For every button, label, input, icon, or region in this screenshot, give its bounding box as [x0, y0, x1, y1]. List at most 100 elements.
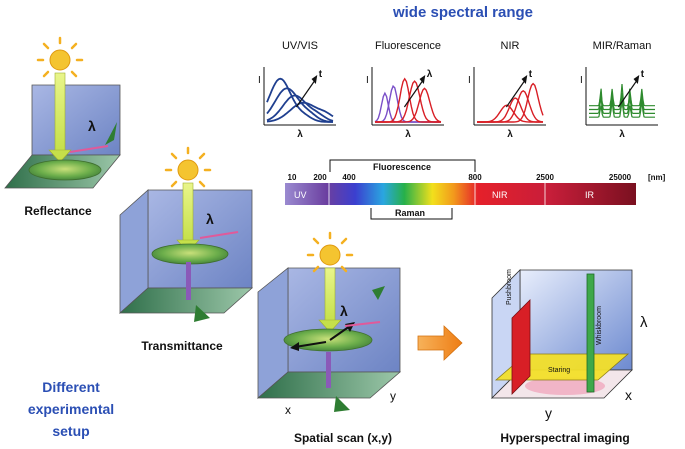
sun-icon: [164, 146, 212, 188]
detector-icon: [105, 122, 117, 145]
setup-heading-line1: Different: [42, 379, 100, 395]
hyperspectral-label: Hyperspectral imaging: [500, 431, 629, 445]
detector-icon: [372, 286, 385, 300]
raman-bracket: [370, 208, 453, 220]
beam-arrowhead: [318, 319, 342, 333]
plot-title: MIR/Raman: [593, 40, 652, 52]
diagram-title: wide spectral range: [392, 4, 533, 21]
light-beam: [182, 182, 194, 242]
pushbroom-slab: [511, 299, 531, 395]
lambda-label: λ: [340, 303, 348, 319]
region-label-nir: NIR: [492, 190, 508, 200]
axis-x-label: x: [285, 403, 291, 417]
reflected-beam: [69, 145, 109, 153]
raman-range-label: Raman: [395, 208, 425, 218]
plot-xlabel: λ: [405, 129, 411, 140]
trend-arrow: [505, 78, 527, 108]
setup-heading-line2: experimental: [28, 401, 114, 417]
transmittance-label: Transmittance: [141, 339, 223, 353]
fluorescence-range-label: Fluorescence: [373, 162, 431, 172]
spatial-scan-setup: λ x y Spatial scan (x,y): [256, 231, 402, 445]
tick-label: 400: [342, 173, 356, 182]
setup-heading-line3: setup: [52, 423, 89, 439]
sun-icon: [36, 36, 84, 84]
scan-arrowhead: [290, 342, 299, 351]
axis-lambda-label: λ: [640, 314, 648, 331]
trend-label: λ: [427, 69, 433, 80]
spectra-plots: UV/VISIλtFluorescenceIλλNIRIλtMIR/RamanI…: [258, 40, 658, 140]
plot-ylabel: I: [366, 75, 369, 86]
mini-plot: NIR Iλ t: [468, 40, 546, 140]
trend-arrowhead: [521, 75, 528, 84]
region-label-ir: IR: [585, 190, 595, 200]
axis-y-label: y: [545, 405, 552, 421]
scan-arrow-x: [294, 341, 327, 348]
tick-label: [nm]: [648, 173, 666, 182]
scan-arrow-y: [329, 325, 351, 341]
beam-arrowhead: [48, 149, 72, 163]
trend-label: t: [319, 69, 323, 80]
transmittance-setup: λ Transmittance: [118, 146, 254, 353]
transmitted-beam: [326, 352, 331, 388]
spatial-scan-label: Spatial scan (x,y): [294, 431, 392, 445]
trend-label: t: [641, 69, 645, 80]
right-arrow-icon: [417, 325, 463, 361]
back-panel: [287, 267, 401, 373]
mini-plot: UV/VIS Iλ t: [258, 40, 336, 140]
scattered-beam: [199, 231, 239, 239]
spectrum-curve: [375, 87, 442, 123]
plot-ylabel: I: [258, 75, 261, 86]
transmitted-beam: [186, 262, 191, 300]
back-panel: [31, 84, 121, 156]
tick-label: 800: [468, 173, 482, 182]
spectrum-curve: [266, 94, 334, 122]
tick-label: 2500: [536, 173, 554, 182]
whiskbroom-bar: [586, 273, 595, 393]
lambda-label: λ: [206, 211, 214, 227]
sample-spot: [525, 377, 605, 395]
plot-xlabel: λ: [507, 129, 513, 140]
spectrum-curve: [266, 101, 334, 123]
detector-icon: [194, 305, 210, 322]
plot-xlabel: λ: [619, 129, 625, 140]
staring-label: Staring: [548, 367, 570, 374]
sun-icon: [306, 231, 354, 273]
trend-arrowhead: [419, 75, 426, 84]
fluorescence-bracket: [329, 159, 476, 172]
plot-title: UV/VIS: [282, 40, 318, 52]
reflectance-setup: λ Reflectance: [4, 36, 121, 218]
trend-label: t: [529, 69, 533, 80]
sample-disc: [151, 243, 229, 265]
axis-y-label: y: [390, 389, 396, 403]
tick-label: 10: [288, 173, 297, 182]
scattered-beam: [344, 321, 381, 327]
plot-ylabel: I: [580, 75, 583, 86]
light-beam: [324, 267, 336, 323]
reflectance-label: Reflectance: [24, 204, 92, 218]
plot-title: NIR: [501, 40, 520, 52]
hyperspectral-setup: Pushbroom Whiskbroom Staring λ y x Hyper…: [491, 269, 648, 445]
whiskbroom-label: Whiskbroom: [596, 306, 603, 345]
spectrum-curve: [477, 82, 544, 123]
trend-arrowhead: [311, 75, 318, 84]
tick-label: 25000: [609, 173, 632, 182]
spectral-range-bar: UV NIR IR 10 200 400 800 2500 25000 [nm]…: [285, 159, 666, 220]
detector-icon: [334, 396, 350, 412]
light-beam: [54, 72, 66, 152]
floor-panel: [118, 287, 254, 314]
lambda-label: λ: [88, 118, 96, 134]
plot-title: Fluorescence: [375, 40, 441, 52]
trend-arrowhead: [633, 75, 640, 84]
tick-label: 200: [313, 173, 327, 182]
trend-arrow: [617, 78, 639, 108]
spectrum-curve: [266, 77, 333, 123]
plot-xlabel: λ: [297, 129, 303, 140]
spectrum-gradient: [285, 183, 636, 205]
plot-ylabel: I: [468, 75, 471, 86]
spectrum-curve: [589, 84, 655, 107]
back-panel: [147, 189, 253, 289]
trend-arrow: [295, 78, 317, 108]
